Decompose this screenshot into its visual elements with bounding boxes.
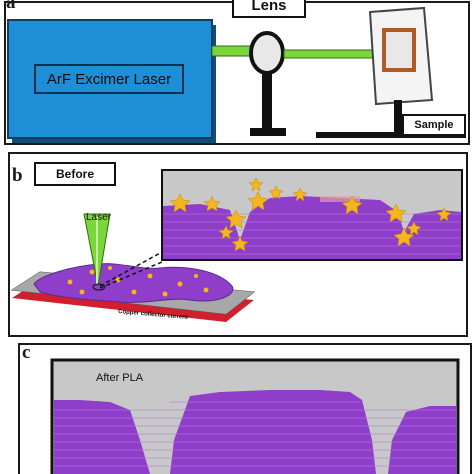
film-particles	[67, 266, 209, 297]
lens-label-box: Lens	[232, 0, 306, 18]
lens-base	[250, 128, 286, 136]
lens-icon	[249, 31, 285, 75]
zoom-line-1	[99, 251, 163, 287]
panel-a-letter: a	[6, 0, 16, 13]
after-pla-label: After PLA	[96, 372, 144, 384]
lens-label: Lens	[251, 0, 287, 14]
sample-square	[382, 28, 416, 72]
spark-stars	[169, 177, 452, 252]
before-label-box: Before	[34, 162, 116, 186]
sample-stand	[394, 100, 402, 134]
laser-label: ArF Excimer Laser	[46, 70, 172, 88]
laser-box	[7, 19, 213, 139]
panel-c-letter: c	[22, 342, 31, 363]
laser-label-box: ArF Excimer Laser	[34, 64, 184, 94]
laser-cone-label: Laser	[86, 212, 112, 223]
after-material	[54, 390, 456, 474]
sample-label-box: Sample	[402, 114, 466, 136]
panel-b-letter: b	[12, 165, 23, 186]
before-label: Before	[55, 167, 94, 181]
zoom-line-2	[99, 261, 163, 289]
lens-stand	[262, 72, 272, 132]
sample-table	[316, 132, 466, 138]
panel-a-illustration	[4, 1, 470, 145]
sample-label: Sample	[414, 119, 454, 131]
